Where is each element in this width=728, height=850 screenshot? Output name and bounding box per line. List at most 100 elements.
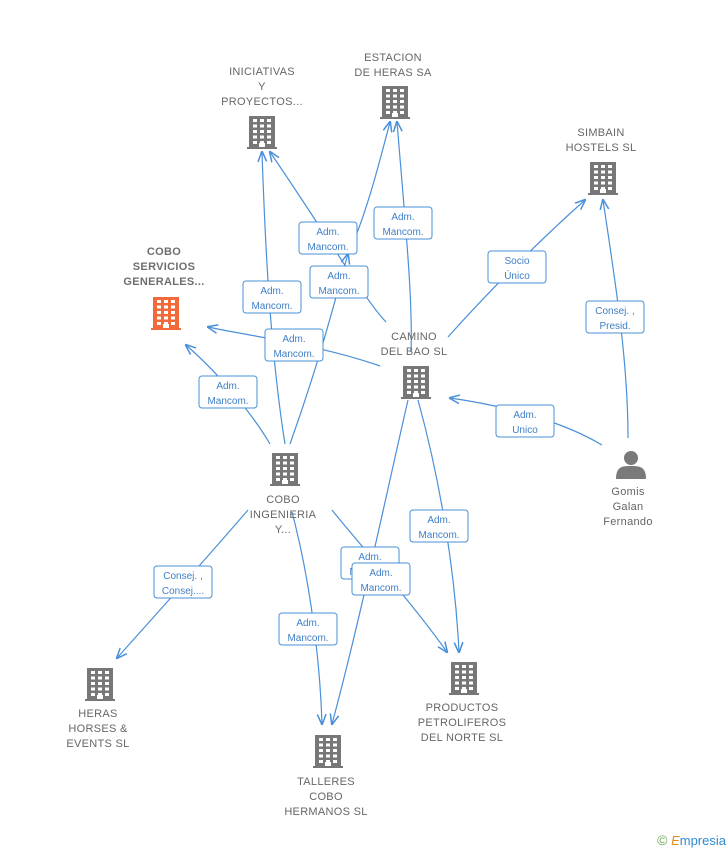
edge-label-line: Socio [504, 256, 529, 267]
edge-label-line: Consej.... [162, 586, 204, 597]
edge-label-box [153, 565, 213, 599]
brand-name: mpresia [679, 833, 726, 848]
edge-label-line: Adm. [391, 212, 414, 223]
building-icon [449, 662, 479, 695]
node-simbain[interactable]: SIMBAIN HOSTELS SL [566, 127, 637, 195]
edge-label-line: Mancom. [418, 530, 459, 541]
node-label-line: CAMINO [391, 331, 437, 343]
edge-label-box [264, 328, 324, 362]
edge-label-line: Mancom. [207, 396, 248, 407]
edge-label[interactable]: Adm.Mancom. [198, 375, 258, 409]
node-label-line: HERMANOS SL [284, 806, 367, 818]
edge-label-box [242, 280, 302, 314]
edge-label-line: Mancom. [318, 286, 359, 297]
edge-label-line: Mancom. [382, 227, 423, 238]
edge-label-line: Mancom. [273, 349, 314, 360]
node-cobo-servicios[interactable]: COBOSERVICIOSGENERALES... [123, 246, 204, 330]
edge-label-line: Adm. [316, 227, 339, 238]
node-label-line: TALLERES [297, 776, 355, 788]
brand-initial: E [671, 833, 680, 848]
edge-label[interactable]: Consej. , Consej.... [153, 565, 213, 599]
node-label-line: Galan [613, 501, 644, 513]
node-iniciativas[interactable]: INICIATIVAS Y PROYECTOS... [221, 66, 303, 149]
building-icon [380, 86, 410, 119]
node-talleres[interactable]: TALLERES COBO HERMANOS SL [284, 735, 367, 818]
node-label-line: Gomis [611, 486, 644, 498]
edge-label-box [309, 265, 369, 299]
edge-label-line: Adm. [327, 271, 350, 282]
node-productos[interactable]: PRODUCTOS PETROLIFEROS DEL NORTE SL [418, 662, 507, 744]
edge-label-line: Unico [512, 425, 538, 436]
node-label-line: EVENTS SL [66, 738, 129, 750]
edge-label-box [351, 562, 411, 596]
edge-label[interactable]: Adm. Mancom. [373, 206, 433, 240]
node-label-line: Y... [275, 524, 291, 536]
edge-label-line: Mancom. [287, 633, 328, 644]
node-label-line: HERAS [78, 708, 117, 720]
building-icon [85, 668, 115, 701]
node-label-line: PRODUCTOS [426, 702, 499, 714]
edge-label[interactable]: Adm. Mancom. [409, 509, 469, 543]
node-label-line: GENERALES... [123, 276, 204, 288]
edge-label[interactable]: Adm. Mancom. [264, 328, 324, 362]
node-label-line: DEL NORTE SL [421, 732, 503, 744]
node-label-line: DE HERAS SA [354, 67, 432, 79]
building-icon [247, 116, 277, 149]
edge-label-line: Único [504, 269, 530, 282]
building-icon [151, 297, 181, 330]
node-label-line: SIMBAIN [577, 127, 624, 139]
node-label-line: COBO [266, 494, 300, 506]
node-label-line: COBO [309, 791, 343, 803]
building-icon [270, 453, 300, 486]
edge-label-box [495, 404, 555, 438]
edge-label[interactable]: Consej. ,Presid. [585, 300, 645, 334]
edge-label-line: Adm. [358, 552, 381, 563]
node-label-line: Y [258, 81, 266, 93]
edge-label-line: Adm. [369, 568, 392, 579]
edge-label[interactable]: Adm. Unico [495, 404, 555, 438]
edge-label-line: Mancom. [307, 242, 348, 253]
edge-label-line: Mancom. [360, 583, 401, 594]
edge-labels: Adm. Mancom. Adm. Mancom. Adm. Mancom. Adm. Man… [153, 206, 645, 646]
edge-label[interactable]: Adm. Mancom. [351, 562, 411, 596]
node-label-line: INICIATIVAS [229, 66, 295, 78]
node-label-line: ESTACION [364, 52, 422, 64]
building-icon [313, 735, 343, 768]
edge-label-box [373, 206, 433, 240]
edge-label-line: Adm. [513, 410, 536, 421]
node-estacion[interactable]: ESTACION DE HERAS SA [354, 52, 432, 119]
edge-label[interactable]: Adm. Mancom. [278, 612, 338, 646]
node-heras-horses[interactable]: HERAS HORSES & EVENTS SL [66, 668, 129, 750]
node-label-line: DEL BAO SL [381, 346, 448, 358]
relation-edge [397, 122, 412, 353]
node-label-line: PETROLIFEROS [418, 717, 507, 729]
edge-label-line: Adm. [282, 334, 305, 345]
edge-label-box [278, 612, 338, 646]
node-label-line: PROYECTOS... [221, 96, 303, 108]
edge-label-line: Adm. [427, 515, 450, 526]
edge-label-line: Mancom. [251, 301, 292, 312]
building-icon [588, 162, 618, 195]
edge-label-line: Adm. [296, 618, 319, 629]
node-label-line: Fernando [603, 516, 653, 528]
edge-label-box [487, 250, 547, 284]
node-label-line: HORSES & [68, 723, 128, 735]
node-label-line: COBO [147, 246, 181, 258]
node-label-line: HOSTELS SL [566, 142, 637, 154]
node-label-line: INGENIERIA [250, 509, 317, 521]
building-icon [401, 366, 431, 399]
edge-label-line: Adm. [260, 286, 283, 297]
person-icon [616, 451, 646, 479]
edge-label[interactable]: Adm. Mancom. [242, 280, 302, 314]
empresia-watermark: © Empresia [657, 832, 726, 848]
edge-label[interactable]: Adm. Mancom. [309, 265, 369, 299]
edge-label-box [585, 300, 645, 334]
edge-label-box [409, 509, 469, 543]
edge-label-line: Consej. , [163, 571, 202, 582]
node-cobo-ing[interactable]: COBO INGENIERIA Y... [250, 453, 317, 536]
edge-label[interactable]: Adm. Mancom. [298, 221, 358, 255]
node-camino[interactable]: CAMINO DEL BAO SL [381, 331, 448, 399]
